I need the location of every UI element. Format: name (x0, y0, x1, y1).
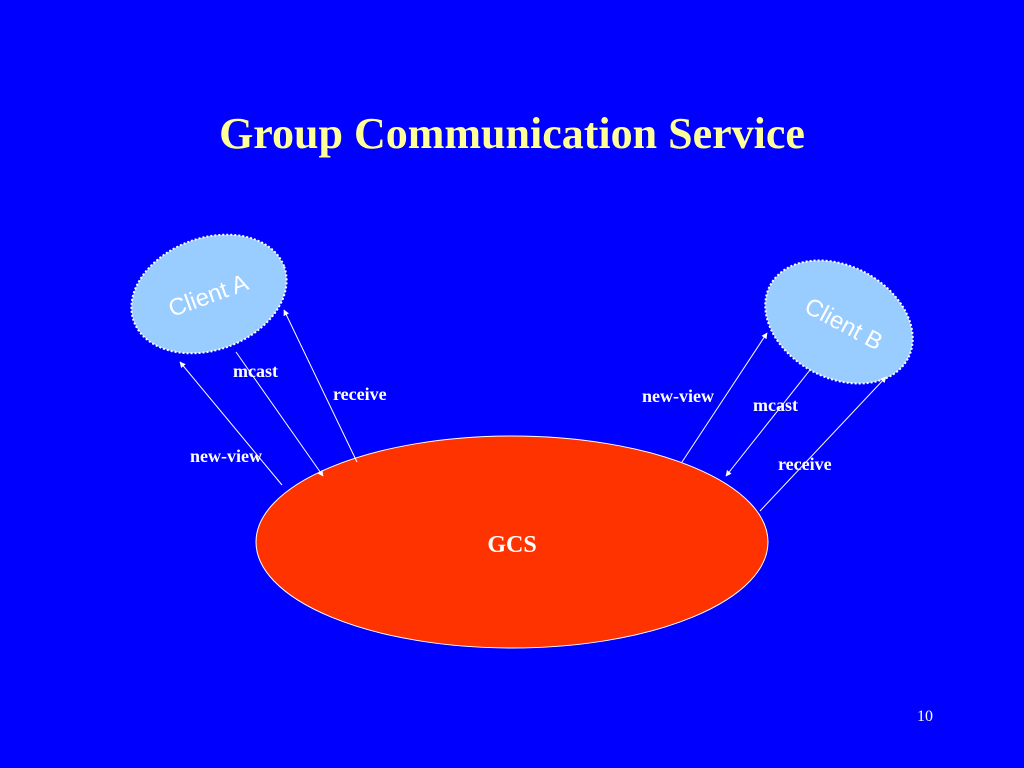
slide-title: Group Communication Service (219, 109, 805, 158)
gcs-node[interactable]: GCS (255, 435, 769, 649)
b-receive-arrow (759, 376, 887, 512)
b-mcast-arrow (725, 369, 811, 477)
b-new-view-label: new-view (642, 386, 714, 406)
b-mcast-label: mcast (753, 395, 798, 415)
client-a-node[interactable]: Client A (115, 214, 304, 374)
slide-number: 10 (917, 708, 933, 725)
a-mcast-label: mcast (233, 361, 278, 381)
a-mcast-arrow (235, 351, 324, 477)
b-receive-label: receive (778, 454, 832, 474)
a-receive-label: receive (333, 384, 387, 404)
a-receive-arrow (283, 309, 358, 463)
client-b-node[interactable]: Client B (744, 236, 934, 408)
a-new-view-label: new-view (190, 446, 262, 466)
a-new-view-arrow (179, 361, 283, 486)
b-new-view-arrow (681, 332, 768, 463)
gcs-label: GCS (487, 532, 536, 558)
